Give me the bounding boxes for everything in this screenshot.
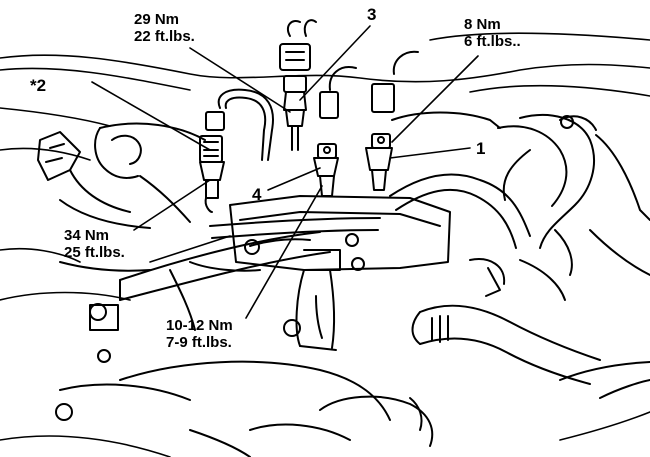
torque-spec-34nm: 34 Nm 25 ft.lbs. bbox=[64, 227, 125, 261]
lower-engine bbox=[55, 360, 434, 457]
torque-spec-10-12nm: 10-12 Nm 7-9 ft.lbs. bbox=[166, 317, 233, 351]
torque-metric: 8 Nm bbox=[464, 16, 501, 33]
leader-lines bbox=[91, 25, 479, 319]
part-label-1: 1 bbox=[476, 139, 486, 158]
sensor-3 bbox=[279, 19, 317, 151]
torque-spec-29nm: 29 Nm 22 ft.lbs. bbox=[134, 11, 195, 45]
torque-metric: 34 Nm bbox=[64, 227, 110, 244]
part-label-3: 3 bbox=[367, 5, 377, 24]
torque-imperial: 25 ft.lbs. bbox=[64, 244, 125, 261]
torque-imperial: 7-9 ft.lbs. bbox=[166, 334, 232, 351]
sensor-2 bbox=[199, 88, 274, 213]
torque-imperial: 6 ft.lbs.. bbox=[464, 33, 521, 50]
sensor-4 bbox=[313, 143, 339, 197]
sensor-1 bbox=[365, 111, 501, 191]
hoses bbox=[389, 173, 650, 399]
wire-connectors bbox=[319, 50, 419, 119]
torque-imperial: 22 ft.lbs. bbox=[134, 28, 195, 45]
engine-background-contours bbox=[0, 32, 650, 457]
part-label-2: *2 bbox=[30, 76, 47, 95]
torque-metric: 29 Nm bbox=[134, 11, 180, 28]
valve-cover bbox=[37, 122, 206, 229]
intake-manifold bbox=[497, 114, 650, 301]
torque-metric: 10-12 Nm bbox=[166, 317, 233, 334]
torque-spec-8nm: 8 Nm 6 ft.lbs.. bbox=[464, 16, 521, 50]
part-label-4: 4 bbox=[252, 185, 262, 204]
